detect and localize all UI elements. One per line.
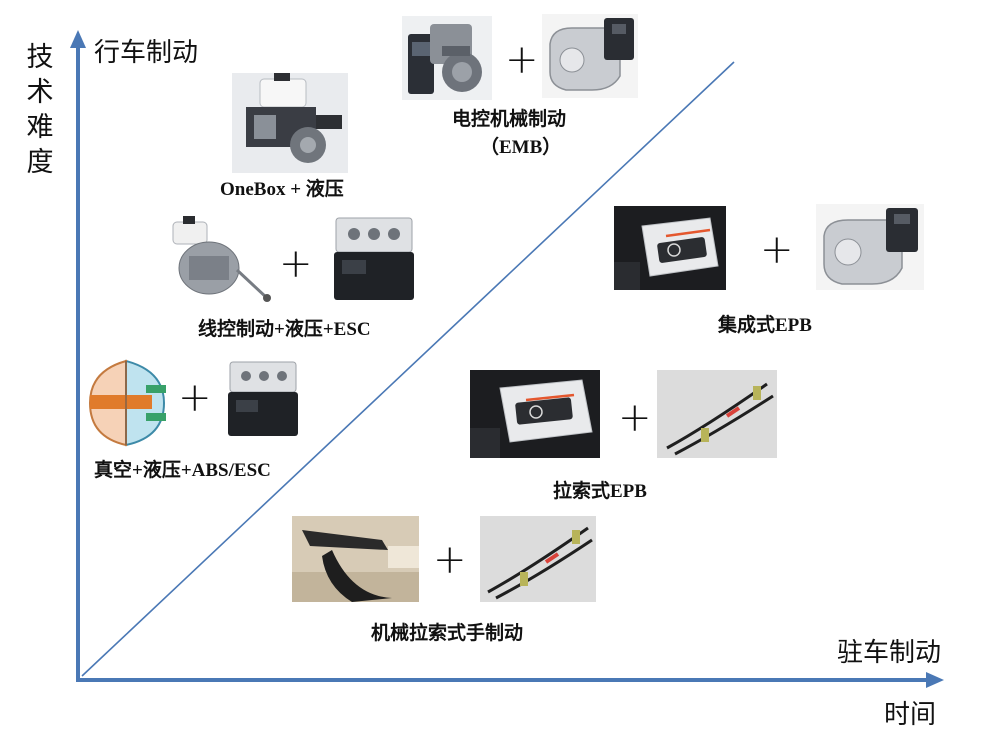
- emb-caption-line1: 电控机械制动: [452, 109, 567, 130]
- plus-sign: +: [279, 241, 313, 287]
- brake-caliper-icon: [542, 14, 638, 98]
- y-axis-arrow: [70, 30, 86, 48]
- brake-caliper-icon: [816, 204, 924, 290]
- diagonal-divider: [81, 61, 735, 677]
- cable-epb-caption: 拉索式EPB: [553, 481, 647, 502]
- plus-sign: +: [760, 227, 794, 273]
- abs-module-icon: [220, 356, 306, 442]
- x-axis-title: 时间: [884, 700, 937, 730]
- plus-sign: +: [618, 395, 652, 441]
- x-axis-arrow: [926, 672, 944, 688]
- y-title-char: 技: [26, 42, 54, 73]
- y-title-char: 难: [26, 112, 54, 143]
- integrated-epb-caption: 集成式EPB: [718, 315, 812, 336]
- y-title-char: 度: [26, 147, 54, 178]
- service-brake-label: 行车制动: [94, 38, 199, 68]
- emb-caption-line2: （EMB）: [480, 137, 562, 158]
- plus-sign: +: [178, 375, 212, 421]
- y-axis-title: 技 术 难 度: [22, 40, 58, 180]
- mechanical-handbrake-caption: 机械拉索式手制动: [371, 623, 524, 644]
- epb-switch-icon: [470, 370, 600, 458]
- brake-by-wire-unit-icon: [163, 212, 273, 308]
- onebox-unit-icon: [232, 73, 348, 173]
- plus-sign: +: [505, 37, 539, 83]
- parking-brake-label: 驻车制动: [837, 638, 942, 668]
- brake-cable-icon: [480, 516, 596, 602]
- vacuum-caption: 真空+液压+ABS/ESC: [94, 460, 271, 481]
- onebox-caption: OneBox + 液压: [220, 179, 344, 200]
- vacuum-booster-icon: [86, 355, 170, 451]
- bbw-caption: 线控制动+液压+ESC: [198, 319, 371, 340]
- handbrake-lever-icon: [292, 516, 419, 602]
- brake-cable-icon: [657, 370, 777, 458]
- emb-actuator-icon: [402, 16, 492, 100]
- epb-switch-icon: [614, 206, 726, 290]
- y-title-char: 术: [26, 77, 54, 108]
- plus-sign: +: [433, 537, 467, 583]
- abs-module-icon: [326, 212, 422, 306]
